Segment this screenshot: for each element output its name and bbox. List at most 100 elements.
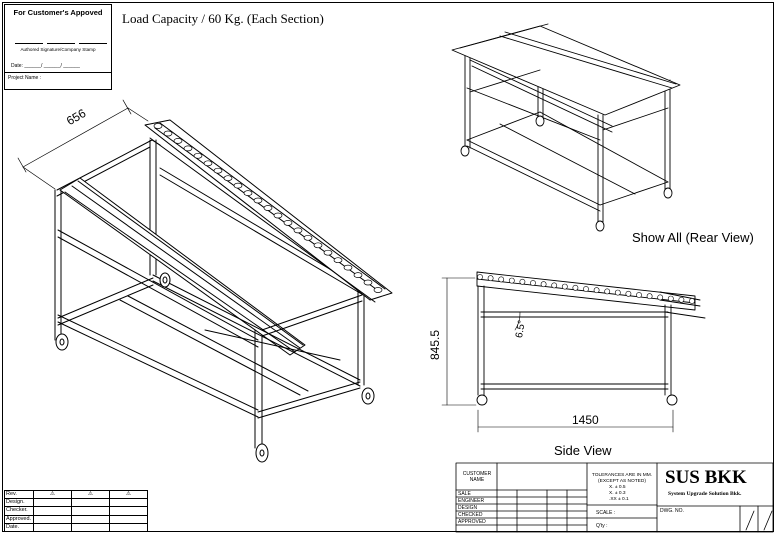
signature-line xyxy=(15,43,43,44)
roller xyxy=(233,182,243,189)
revision-table: Rev. ⚠ ⚠ ⚠ Design. Checker. Approved. Da… xyxy=(4,489,148,533)
roller xyxy=(530,280,536,286)
roller xyxy=(667,295,674,302)
roller xyxy=(283,220,293,226)
project-name-label: Project Name : xyxy=(8,75,42,81)
approved-label: Approved. xyxy=(4,514,34,524)
roller xyxy=(373,287,383,293)
scale-label: SCALE : xyxy=(596,510,616,516)
roller xyxy=(293,227,303,234)
load-capacity-title: Load Capacity / 60 Kg. (Each Section) xyxy=(122,11,324,26)
rear-view-label: Show All (Rear View) xyxy=(632,230,754,245)
roller xyxy=(561,283,568,290)
signature-label: Authored Signature/Company Stamp xyxy=(20,47,96,52)
signature-line xyxy=(47,43,75,44)
conveyor-rollers xyxy=(153,123,695,304)
roller xyxy=(508,277,515,284)
roller xyxy=(263,205,273,211)
roller xyxy=(657,294,664,301)
roller xyxy=(193,152,203,159)
design-label: Design. xyxy=(4,498,34,508)
side-view xyxy=(441,271,706,433)
signature-line xyxy=(79,43,107,44)
revision-mark: ⚠ xyxy=(71,489,110,500)
revision-row: Approved. xyxy=(4,514,148,524)
roller xyxy=(203,160,213,167)
revision-row: Design. xyxy=(4,498,148,508)
roller xyxy=(572,284,579,291)
roller xyxy=(303,234,313,241)
tolerance-xxx: .XX ± 0.1 xyxy=(609,497,629,502)
dimension-1450 xyxy=(477,409,674,433)
approval-divider xyxy=(5,72,111,73)
dimension-845-5 xyxy=(441,277,477,406)
customer-name-label: CUSTOMER NAME xyxy=(462,471,492,483)
dimension-845-5-label: 845.5 xyxy=(428,329,442,360)
roller xyxy=(333,257,343,264)
rear-isometric-view xyxy=(451,23,681,232)
company-subtitle: System Upgrade Solution Bkk. xyxy=(668,491,742,497)
customer-approval-box: For Customer's Appoved Authored Signatur… xyxy=(4,4,112,90)
revision-mark: ⚠ xyxy=(33,489,72,500)
checked-label: CHECKED xyxy=(458,512,483,518)
title-block-lines xyxy=(455,462,774,533)
dimension-1450-label: 1450 xyxy=(572,413,599,427)
side-view-label: Side View xyxy=(554,443,612,458)
roller xyxy=(604,288,611,295)
revision-row: Date. xyxy=(4,522,148,533)
roller xyxy=(253,197,263,204)
dimension-656 xyxy=(17,99,149,190)
roller xyxy=(689,298,695,304)
roller xyxy=(183,145,193,152)
roller xyxy=(477,274,483,280)
roller xyxy=(487,275,494,282)
checker-label: Checker. xyxy=(4,506,34,516)
roller xyxy=(540,281,547,288)
roller xyxy=(614,289,621,296)
roller xyxy=(243,190,253,196)
tolerance-xx: X. ± 0.3 xyxy=(609,491,626,496)
revision-mark: ⚠ xyxy=(109,489,148,500)
side-horizontal-bars xyxy=(57,229,363,419)
roller xyxy=(363,279,373,286)
tolerance-x: X. ± 0.5 xyxy=(609,485,626,490)
revision-row: Rev. ⚠ ⚠ ⚠ xyxy=(4,489,148,500)
design-label: DESIGN xyxy=(458,505,478,511)
main-isometric-view xyxy=(17,99,393,463)
roller xyxy=(223,175,233,182)
roller xyxy=(323,249,333,256)
roller xyxy=(173,138,183,144)
front-guide-rail xyxy=(59,177,306,356)
roller xyxy=(343,264,353,271)
rev-label: Rev. xyxy=(4,489,34,500)
roller xyxy=(678,296,685,303)
date-label: Date: ______/ ______/ ______ xyxy=(11,63,80,69)
roller xyxy=(163,130,173,137)
roller xyxy=(153,123,163,129)
roller xyxy=(583,286,589,292)
roller xyxy=(273,212,283,219)
dwg-no-label: DWG. NO. xyxy=(660,508,684,514)
roller xyxy=(353,272,363,278)
roller xyxy=(646,293,653,300)
roller xyxy=(593,287,600,294)
roller xyxy=(625,290,632,297)
roller xyxy=(636,292,642,298)
engineer-label: ENGINEER xyxy=(458,498,485,504)
approved-label: APPROVED xyxy=(458,519,486,525)
roller xyxy=(313,242,323,249)
roller xyxy=(498,276,505,283)
qty-label: Q'ty : xyxy=(596,523,608,529)
approval-header: For Customer's Appoved xyxy=(13,8,103,17)
roller xyxy=(551,282,558,289)
company-logo-text: SUS BKK xyxy=(665,467,747,488)
revision-row: Checker. xyxy=(4,506,148,516)
date-row-label: Date. xyxy=(4,522,34,533)
sale-label: SALE xyxy=(458,491,471,497)
roller xyxy=(519,278,526,285)
roller xyxy=(213,167,223,174)
tolerances-label: TOLERANCES ARE IN MM. (EXCEPT AS NOTED) xyxy=(591,473,653,484)
caster-wheels xyxy=(55,272,375,463)
